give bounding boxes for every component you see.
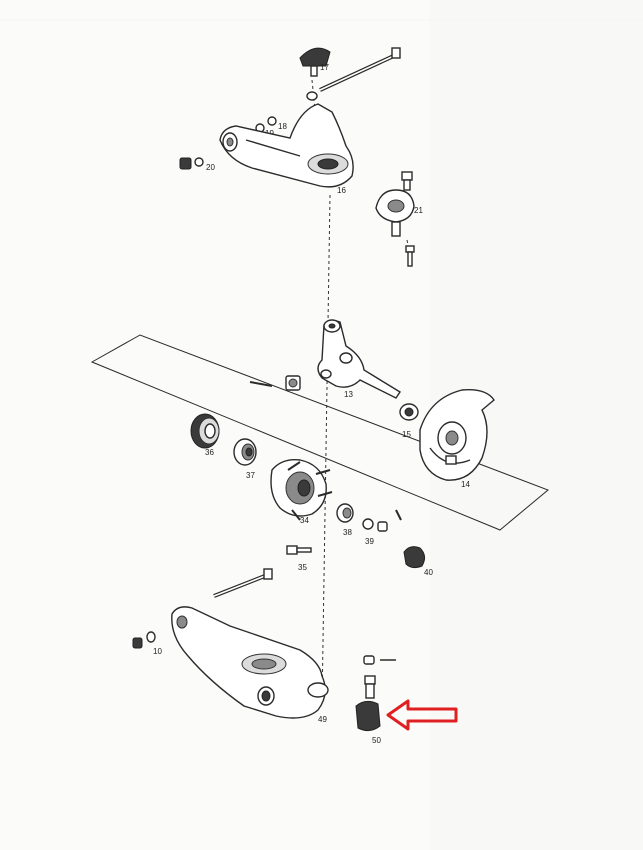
- washer-39-and-nut: [362, 509, 402, 532]
- wheel-hub-34: [270, 459, 333, 521]
- label-14: 14: [461, 480, 470, 489]
- label-36: 36: [205, 448, 214, 457]
- lower-control-arm-49: [171, 606, 329, 719]
- label-21: 21: [414, 206, 423, 215]
- nut-10: [132, 637, 143, 649]
- label-40: 40: [424, 568, 433, 577]
- washer-20-left: [194, 157, 204, 167]
- upper-arm-bolt: [319, 47, 401, 92]
- bearing-37: [233, 438, 257, 466]
- nut-20-left: [179, 157, 192, 170]
- label-37: 37: [246, 471, 255, 480]
- washer-18: [267, 116, 277, 126]
- lower-arm-bolt: [213, 568, 273, 598]
- washer-15: [399, 403, 419, 421]
- label-16: 16: [337, 186, 346, 195]
- steering-knuckle-13: [317, 319, 401, 399]
- label-38: 38: [343, 528, 352, 537]
- bearing-race-36: [190, 413, 220, 449]
- label-13: 13: [344, 390, 353, 399]
- washer-20-top: [306, 91, 318, 101]
- cotter-pin-and-nut: [249, 375, 301, 391]
- bump-stop-17: [299, 47, 331, 77]
- washer-10: [146, 631, 156, 643]
- red-outline-arrow-left-icon: [386, 699, 458, 731]
- dust-shield-14: [419, 389, 495, 481]
- label-15: 15: [402, 430, 411, 439]
- label-20-left: 20: [206, 163, 215, 172]
- upper-ball-joint-21: [375, 171, 415, 267]
- label-49: 49: [318, 715, 327, 724]
- lower-ball-joint-50: [355, 655, 396, 732]
- bolt-35: [286, 545, 312, 555]
- label-35: 35: [298, 563, 307, 572]
- upper-control-arm-16: [219, 103, 354, 188]
- label-17: 17: [320, 63, 329, 72]
- label-18: 18: [278, 122, 287, 131]
- assembly-plane: [90, 334, 549, 531]
- bearing-38: [336, 503, 354, 523]
- label-10: 10: [153, 647, 162, 656]
- label-34: 34: [300, 516, 309, 525]
- grease-cap-40: [403, 546, 426, 569]
- alignment-line: [321, 194, 331, 706]
- label-50: 50: [372, 736, 381, 745]
- label-39: 39: [365, 537, 374, 546]
